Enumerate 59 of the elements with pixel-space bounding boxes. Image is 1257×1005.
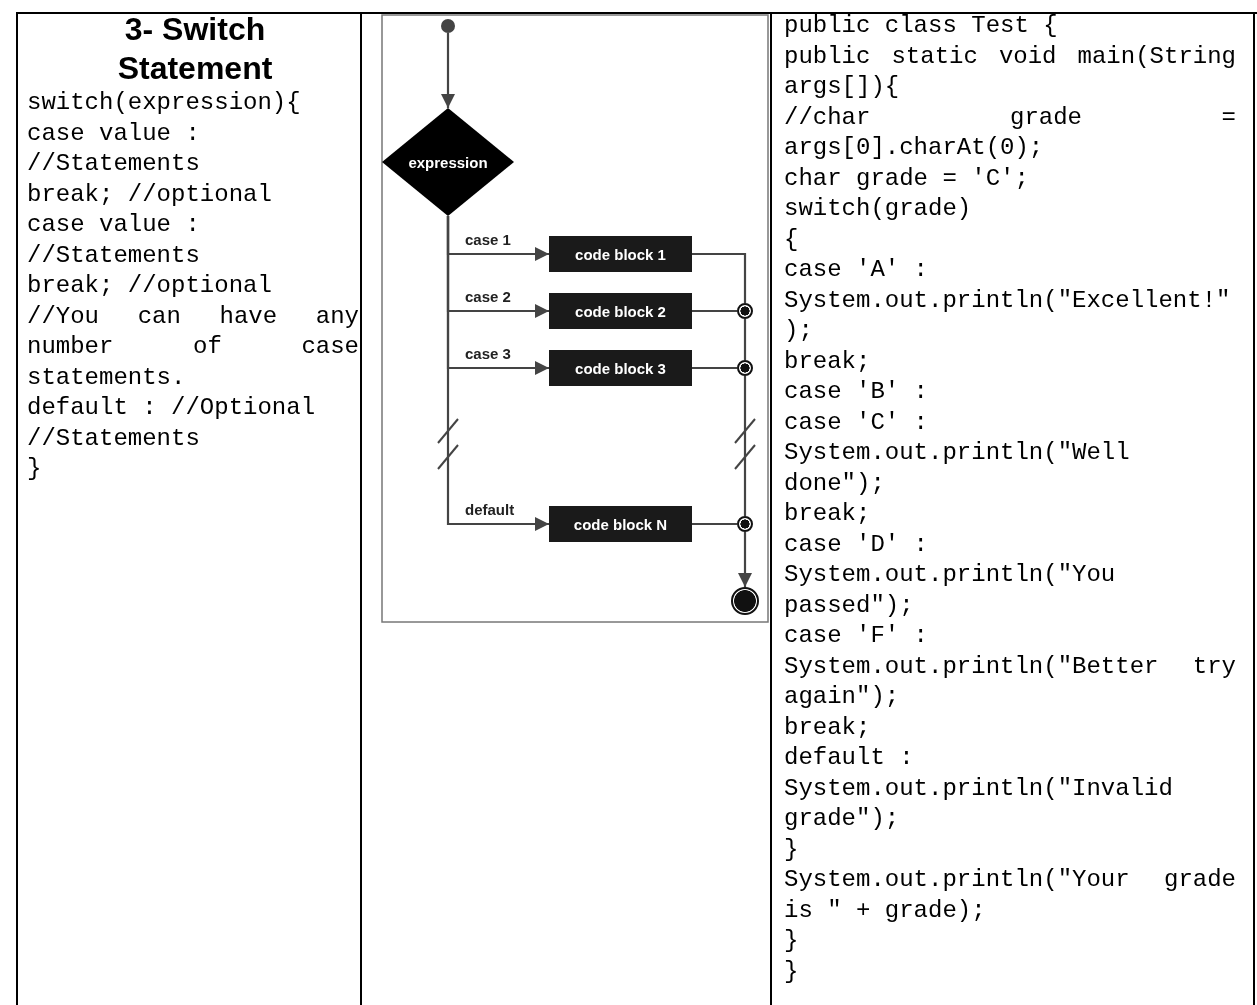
code-line: case 'F' : — [784, 621, 930, 651]
code-line: } — [784, 834, 800, 865]
edge-label: case 1 — [463, 232, 513, 248]
code-line: default : //Optional — [27, 393, 317, 423]
code-line: System.out.println("Your grade is " + grade); — [784, 865, 1236, 926]
code-line: //Statements — [27, 423, 201, 454]
merge-node — [737, 360, 753, 376]
code-line: System.out.println("You passed"); — [784, 560, 1117, 621]
edge-label: default — [463, 502, 517, 518]
code-line: { — [784, 224, 800, 255]
process-box: code block 1 — [549, 236, 692, 272]
code-line: case value : — [27, 210, 201, 240]
process-box: code block N — [549, 506, 692, 542]
code-line: break; — [784, 712, 872, 743]
code-line: System.out.println("Excellent!"); — [784, 285, 1232, 346]
connector-line — [743, 376, 747, 516]
code-line: break; — [784, 346, 872, 377]
code-line: char grade = 'C'; — [784, 163, 1030, 194]
end-node — [731, 587, 759, 615]
code-line: switch(grade) — [784, 194, 973, 224]
edge-label: case 3 — [463, 346, 513, 362]
code-line: } — [784, 926, 800, 956]
code-line: public class Test { — [784, 11, 1059, 41]
merge-node — [737, 303, 753, 319]
code-line: System.out.println("Better try again"); — [784, 651, 1236, 712]
code-line: switch(expression){ — [27, 88, 302, 118]
code-line: //Statements — [27, 149, 201, 179]
code-line: //You can have any number of case statements. — [27, 301, 359, 393]
arrow — [738, 532, 752, 587]
code-line: } — [784, 956, 800, 987]
arrow — [446, 216, 549, 531]
start-node — [441, 19, 455, 33]
code-line: case value : — [27, 118, 201, 149]
code-line: break; — [784, 499, 872, 529]
code-line: //Statements — [27, 240, 201, 271]
code-line: case 'A' : — [784, 255, 930, 285]
code-line: case 'B' : — [784, 377, 930, 407]
connector-line — [692, 309, 737, 313]
connector-line — [692, 522, 737, 526]
title: 3- Switch Statement — [116, 10, 274, 88]
decision-diamond: expression — [382, 108, 514, 216]
edge-label: case 2 — [463, 289, 513, 305]
code-line: case 'C' : — [784, 407, 930, 438]
arrow — [441, 33, 455, 108]
process-box: code block 3 — [549, 350, 692, 386]
code-line: public static void main(String args[]){ — [784, 41, 1236, 102]
process-box: code block 2 — [549, 293, 692, 329]
code-line: System.out.println("Well done"); — [784, 438, 1131, 499]
code-line: } — [27, 454, 43, 484]
code-line: break; //optional — [27, 179, 273, 210]
connector-line — [743, 319, 747, 360]
connector-line — [692, 252, 747, 303]
code-line: System.out.println("Invalid grade"); — [784, 773, 1174, 834]
code-line: break; //optional — [27, 271, 273, 301]
connector-line — [692, 366, 737, 370]
code-line: //char grade = args[0].charAt(0); — [784, 102, 1236, 163]
code-line: default : — [784, 743, 915, 773]
merge-node — [737, 516, 753, 532]
code-line: case 'D' : — [784, 529, 930, 560]
